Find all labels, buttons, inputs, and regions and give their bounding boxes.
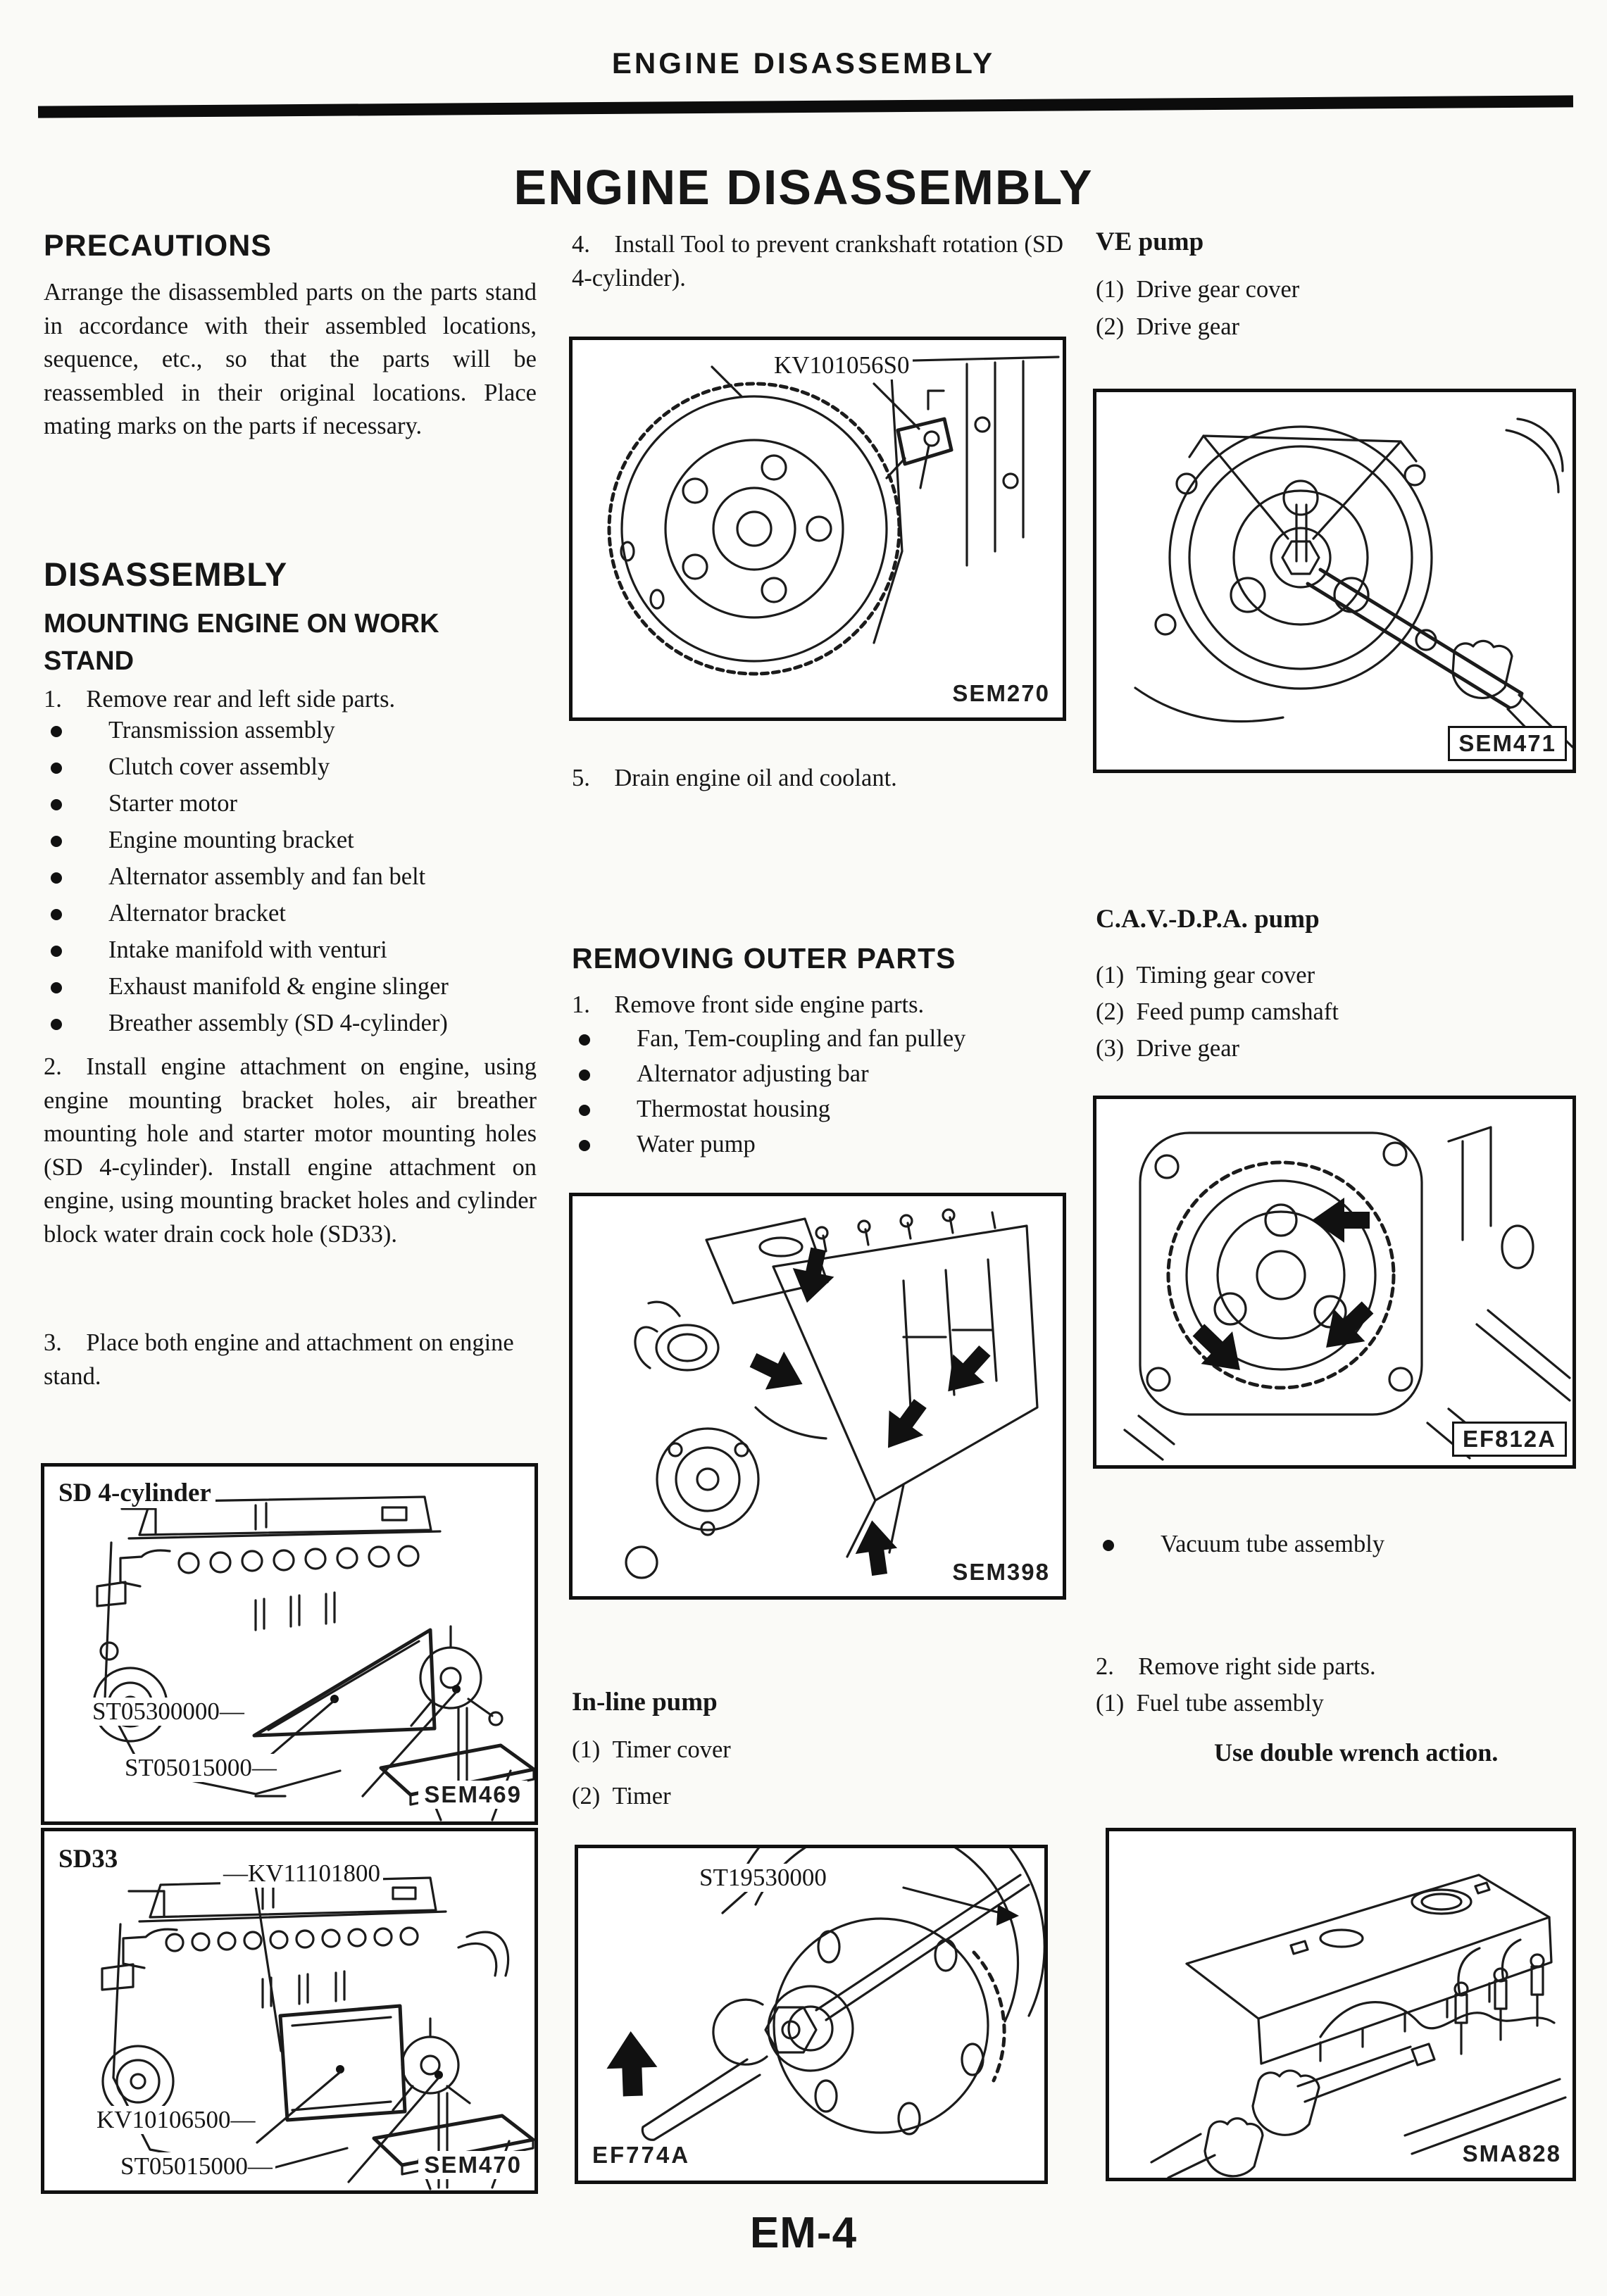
list-item: Breather assembly (SD 4-cylinder) — [44, 1007, 537, 1043]
ve-item-2: (2) Drive gear — [1096, 313, 1240, 340]
page-number: EM-4 — [749, 2209, 858, 2257]
bullet-dot — [51, 946, 62, 957]
step-5: 5. Drain engine oil and coolant. — [572, 765, 897, 791]
bullet-dot — [579, 1140, 590, 1151]
list-item: Water pump — [572, 1128, 1063, 1163]
figure-code: EF774A — [587, 2141, 696, 2169]
figure-caption: SD33 — [54, 1844, 123, 1874]
mounting-heading: MOUNTING ENGINE ON WORK STAND — [44, 609, 439, 676]
bullet-dot — [51, 1019, 62, 1030]
tool-number-label: ST19530000 — [696, 1864, 830, 1892]
engine-on-stand-illustration — [92, 1495, 534, 1821]
figure-ef774a: ST19530000 EF774A — [575, 1845, 1048, 2184]
figure-code: EF812A — [1451, 1422, 1567, 1457]
cav-item-3: (3) Drive gear — [1096, 1035, 1240, 1062]
timing-gear-illustration — [1123, 1126, 1571, 1461]
vacuum-bullet-item: Vacuum tube assembly — [1096, 1528, 1575, 1562]
removing-step-1: 1. Remove front side engine parts. — [572, 991, 925, 1018]
precautions-paragraph: Arrange the disassembled parts on the pa… — [44, 279, 537, 439]
bullet-dot — [51, 982, 62, 993]
tool-number-label: —KV11101800 — [220, 1859, 383, 1888]
list-item: Transmission assembly — [44, 714, 537, 751]
figure-code: SEM469 — [418, 1781, 527, 1809]
figure-code: SEM471 — [1448, 726, 1567, 761]
figure-ef812a: EF812A — [1093, 1096, 1576, 1469]
step-4: 4. Install Tool to prevent crankshaft ro… — [572, 231, 1063, 291]
right-step-2: 2. Remove right side parts. — [1096, 1653, 1376, 1680]
step-3: 3. Place both engine and attachment on e… — [44, 1329, 514, 1390]
gear-puller-illustration — [1134, 418, 1572, 760]
figure-code: SEM470 — [418, 2151, 527, 2179]
list-item: Clutch cover assembly — [44, 751, 537, 787]
bullet-dot — [51, 763, 62, 774]
tool-number-label: ST05300000— — [89, 1698, 247, 1726]
figure-sma828: SMA828 — [1106, 1828, 1576, 2181]
bullet-dot — [51, 726, 62, 737]
list-item: Intake manifold with venturi — [44, 934, 537, 970]
figure-sem469: SD 4-cylinder ST05300000— ST05015000— SE… — [41, 1463, 538, 1825]
removing-outer-parts-heading: REMOVING OUTER PARTS — [572, 942, 956, 974]
inline-item-2: (2) Timer — [572, 1783, 671, 1809]
list-item: Engine mounting bracket — [44, 824, 537, 860]
figure-sem471: SEM471 — [1093, 389, 1576, 773]
page-header: ENGINE DISASSEMBLY — [611, 46, 996, 80]
precautions-heading: PRECAUTIONS — [44, 229, 272, 263]
figure-code: SEM398 — [946, 1558, 1056, 1586]
bullet-dot — [51, 872, 62, 884]
double-wrench-note: Use double wrench action. — [1214, 1738, 1499, 1767]
list-item: Exhaust manifold & engine slinger — [44, 970, 537, 1007]
pump-timer-wrench-illustration — [606, 1848, 1044, 2141]
bullet-dot — [51, 799, 62, 810]
disassembly-heading: DISASSEMBLY — [44, 556, 288, 593]
flywheel-tool-illustration — [607, 356, 1060, 676]
list-item: Alternator adjusting bar — [572, 1058, 1063, 1093]
figure-code: SEM270 — [946, 679, 1056, 708]
figure-code: SMA828 — [1456, 2140, 1567, 2168]
bullet-dot — [1103, 1540, 1114, 1551]
engine-on-stand-illustration — [101, 1876, 534, 2190]
fuel-tube-wrench-illustration — [1150, 1874, 1567, 2178]
ve-item-1: (1) Drive gear cover — [1096, 276, 1300, 303]
figure-caption: SD 4-cylinder — [54, 1478, 215, 1508]
step-2: 2. Install engine attachment on engine, … — [44, 1053, 537, 1248]
tool-number-label: ST05015000— — [122, 1754, 280, 1782]
figure-sem270: KV101056S0 SEM270 — [569, 337, 1066, 721]
tool-number-label: ST05015000— — [118, 2152, 275, 2181]
middle-bullet-list: Fan, Tem-coupling and fan pulley Alterna… — [572, 1022, 1063, 1163]
inline-item-1: (1) Timer cover — [572, 1736, 731, 1763]
cav-item-1: (1) Timing gear cover — [1096, 962, 1315, 989]
list-item: Starter motor — [44, 787, 537, 824]
list-item: Thermostat housing — [572, 1093, 1063, 1128]
figure-sem398: SEM398 — [569, 1193, 1066, 1600]
scan-artifact — [1590, 0, 1607, 2296]
left-bullet-list: Transmission assembly Clutch cover assem… — [44, 714, 537, 1043]
bullet-dot — [51, 909, 62, 920]
engine-front-parts-illustration — [625, 1208, 1039, 1579]
ve-pump-heading: VE pump — [1096, 227, 1204, 256]
cav-item-2: (2) Feed pump camshaft — [1096, 998, 1339, 1025]
step-1: 1. Remove rear and left side parts. — [44, 686, 396, 713]
figure-sem470: SD33 —KV11101800 KV10106500— ST05015000—… — [41, 1828, 538, 2194]
list-item: Fan, Tem-coupling and fan pulley — [572, 1022, 1063, 1058]
tool-number-label: KV10106500— — [94, 2106, 258, 2134]
list-item: Alternator assembly and fan belt — [44, 860, 537, 897]
bullet-dot — [51, 836, 62, 847]
cav-dpa-heading: C.A.V.-D.P.A. pump — [1096, 905, 1320, 934]
tool-number-label: KV101056S0 — [771, 351, 913, 379]
list-item: Alternator bracket — [44, 897, 537, 934]
bullet-dot — [579, 1105, 590, 1116]
header-rule — [37, 95, 1574, 118]
fuel-tube-item: (1) Fuel tube assembly — [1096, 1690, 1324, 1717]
bullet-dot — [579, 1034, 590, 1046]
page-title: ENGINE DISASSEMBLY — [513, 160, 1094, 215]
inline-pump-heading: In-line pump — [572, 1688, 718, 1717]
bullet-dot — [579, 1069, 590, 1081]
